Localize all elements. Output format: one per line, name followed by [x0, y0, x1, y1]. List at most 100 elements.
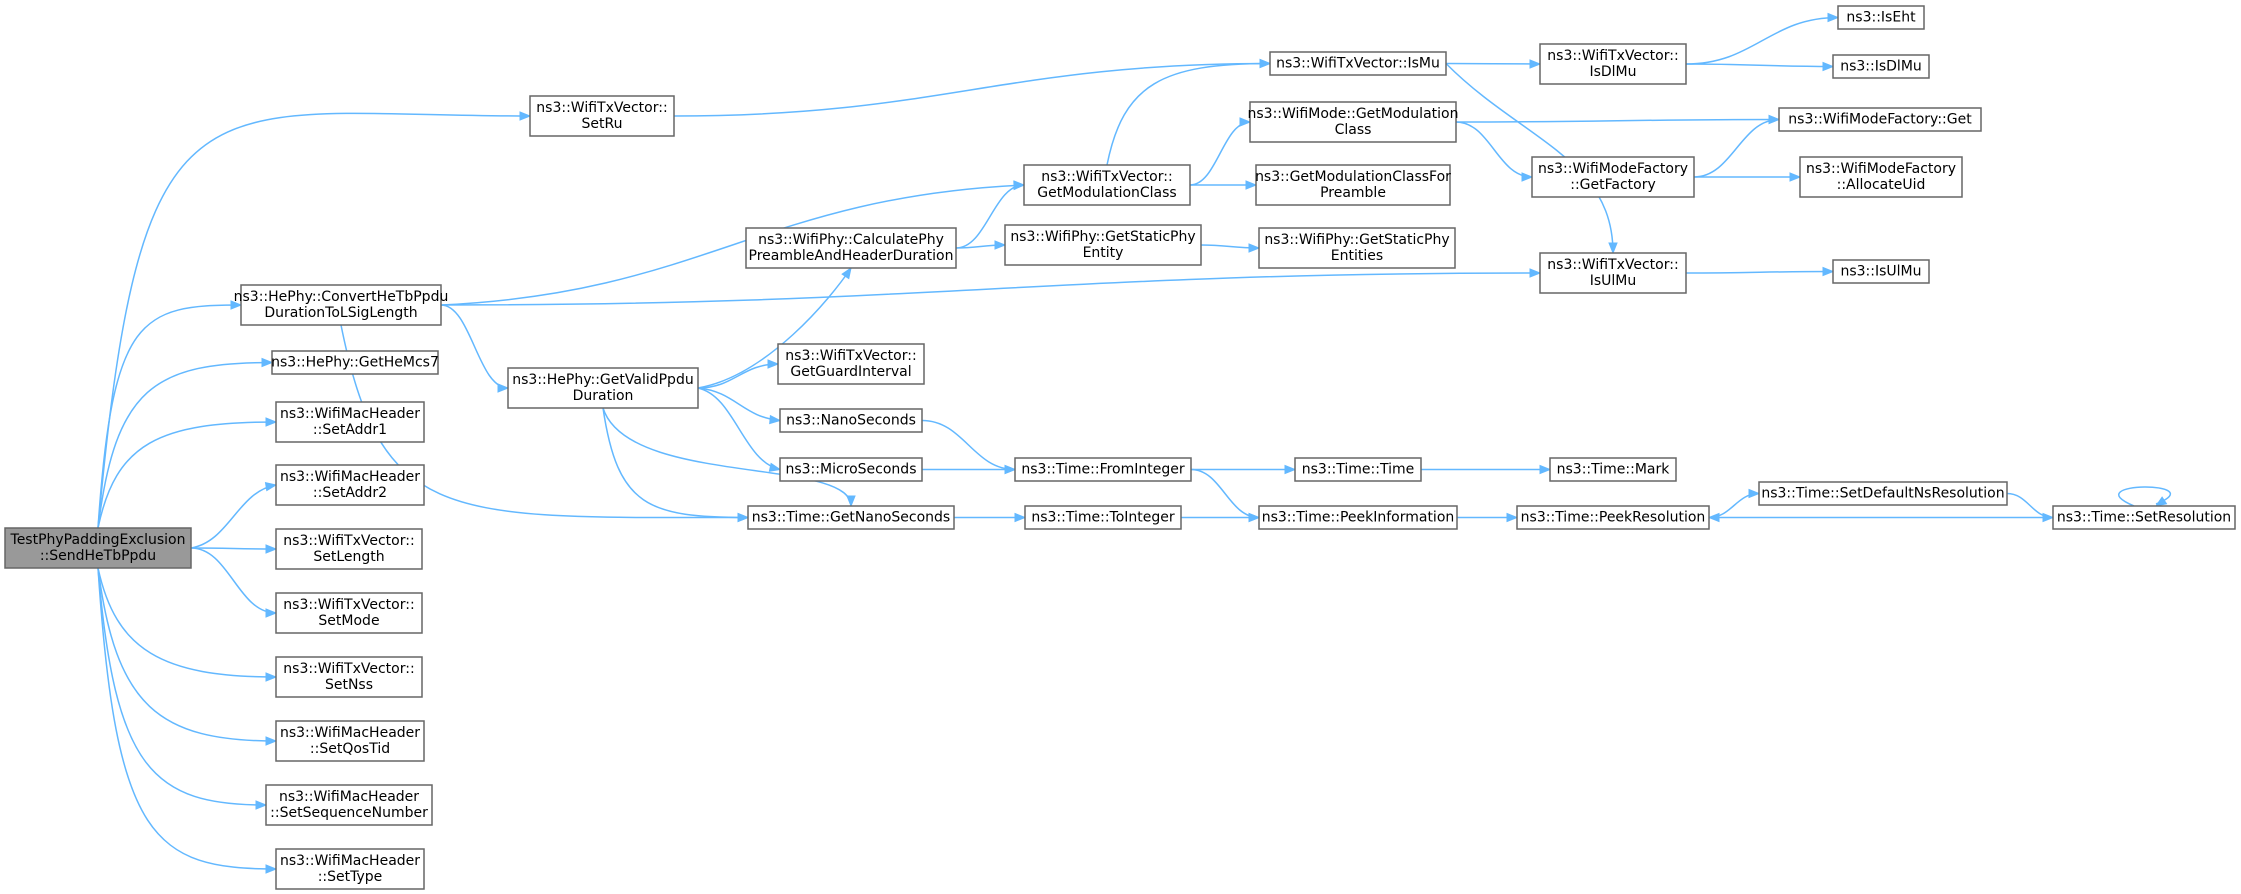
node-convert[interactable]: ns3::HePhy::ConvertHeTbPpduDurationToLSi…	[234, 284, 449, 326]
edge-root-to-settype	[97, 567, 278, 874]
edge-line	[97, 567, 277, 742]
edge-arrowhead	[265, 417, 278, 427]
edge-line	[440, 304, 509, 389]
edge-getmodclass-to-getmodpre	[1189, 180, 1258, 190]
node-isdlmu2[interactable]: ns3::IsDlMu	[1832, 54, 1930, 79]
edge-arrowhead	[846, 495, 856, 508]
node-label: ns3::GetModulationClassFor	[1255, 169, 1451, 185]
node-iseht[interactable]: ns3::IsEht	[1837, 5, 1925, 30]
edge-getmodclass-to-modegetmod	[1189, 117, 1252, 186]
node-box	[1539, 43, 1687, 85]
node-ismu[interactable]: ns3::WifiTxVector::IsMu	[1269, 51, 1447, 76]
edge-arrowhead	[265, 608, 278, 618]
edge-setru-to-ismu	[673, 58, 1272, 117]
node-box	[1258, 505, 1458, 530]
node-calcphy[interactable]: ns3::WifiPhy::CalculatePhyPreambleAndHea…	[745, 227, 957, 269]
node-gethemcs7[interactable]: ns3::HePhy::GetHeMcs7	[271, 350, 439, 375]
node-timetime[interactable]: ns3::Time::Time	[1294, 457, 1422, 482]
node-getnano[interactable]: ns3::Time::GetNanoSeconds	[747, 505, 955, 530]
node-setseq[interactable]: ns3::WifiMacHeader::SetSequenceNumber	[265, 784, 433, 826]
node-box	[1258, 227, 1456, 269]
edge-line	[697, 363, 779, 389]
node-label: ns3::WifiTxVector::	[1041, 169, 1172, 185]
node-timemark[interactable]: ns3::Time::Mark	[1549, 457, 1677, 482]
edge-getvalid-to-calcphy	[697, 266, 852, 389]
edge-arrowhead	[1014, 512, 1027, 523]
node-box	[275, 720, 425, 762]
node-setlength[interactable]: ns3::WifiTxVector::SetLength	[275, 528, 423, 570]
node-box	[1799, 156, 1963, 198]
node-label: ns3::HePhy::ConvertHeTbPpdu	[234, 289, 449, 305]
node-frominteger[interactable]: ns3::Time::FromInteger	[1014, 457, 1192, 482]
node-label: ns3::Time::PeekInformation	[1262, 510, 1455, 526]
edge-line	[440, 272, 1541, 306]
node-modegetmod[interactable]: ns3::WifiMode::GetModulationClass	[1248, 101, 1459, 143]
node-box	[1837, 5, 1925, 30]
node-box	[271, 350, 439, 375]
edge-arrowhead	[841, 266, 852, 280]
node-setaddr1[interactable]: ns3::WifiMacHeader::SetAddr1	[275, 401, 425, 443]
node-factoryget[interactable]: ns3::WifiModeFactory::GetFactory	[1531, 156, 1695, 198]
edge-getvalid-to-nanosec	[697, 387, 782, 425]
node-isulmu[interactable]: ns3::WifiTxVector::IsUlMu	[1539, 252, 1687, 294]
node-isdlmu[interactable]: ns3::WifiTxVector::IsDlMu	[1539, 43, 1687, 85]
node-box	[507, 367, 699, 409]
edge-line	[97, 421, 277, 529]
node-settype[interactable]: ns3::WifiMacHeader::SetType	[275, 848, 425, 890]
node-box	[1778, 107, 1982, 132]
node-setqostid[interactable]: ns3::WifiMacHeader::SetQosTid	[275, 720, 425, 762]
node-label: ns3::WifiMacHeader	[279, 789, 419, 805]
edge-line	[602, 407, 749, 519]
node-getguard[interactable]: ns3::WifiTxVector::GetGuardInterval	[777, 343, 925, 385]
node-label: Class	[1335, 122, 1372, 138]
node-setnss[interactable]: ns3::WifiTxVector::SetNss	[275, 656, 423, 698]
node-label: ns3::WifiMacHeader	[280, 469, 420, 485]
node-root[interactable]: TestPhyPaddingExclusion::SendHeTbPpdu	[4, 527, 192, 569]
node-label: ns3::HePhy::GetHeMcs7	[271, 355, 439, 371]
edge-isdlmu-to-isdlmu2	[1685, 61, 1835, 72]
node-setru[interactable]: ns3::WifiTxVector::SetRu	[529, 95, 675, 137]
edge-line	[1685, 63, 1834, 68]
node-peekinfo[interactable]: ns3::Time::PeekInformation	[1258, 505, 1458, 530]
node-label: ns3::Time::SetResolution	[2057, 510, 2231, 526]
edge-frominteger-to-timetime	[1191, 464, 1297, 475]
node-microsec[interactable]: ns3::MicroSeconds	[779, 457, 923, 482]
node-setmode[interactable]: ns3::WifiTxVector::SetMode	[275, 592, 423, 634]
edge-arrowhead	[265, 864, 278, 874]
edge-arrowhead	[1707, 512, 1720, 523]
edge-arrowhead	[768, 462, 782, 472]
node-mfget[interactable]: ns3::WifiModeFactory::Get	[1778, 107, 1982, 132]
node-label: ns3::HePhy::GetValidPpdu	[512, 372, 693, 388]
node-label: ns3::WifiTxVector::	[283, 533, 414, 549]
node-getmodclass[interactable]: ns3::WifiTxVector::GetModulationClass	[1023, 164, 1191, 206]
node-label: ns3::WifiTxVector::	[785, 348, 916, 364]
node-label: SetNss	[325, 677, 373, 693]
node-setres[interactable]: ns3::Time::SetResolution	[2052, 505, 2236, 530]
node-setaddr2[interactable]: ns3::WifiMacHeader::SetAddr2	[275, 464, 425, 506]
node-isulmu2[interactable]: ns3::IsUlMu	[1832, 259, 1930, 284]
edge-arrowhead	[1529, 59, 1542, 69]
node-nanosec[interactable]: ns3::NanoSeconds	[779, 408, 923, 433]
node-peekres[interactable]: ns3::Time::PeekResolution	[1516, 505, 1710, 530]
node-label: SetRu	[582, 116, 623, 132]
node-label: ns3::WifiMode::GetModulation	[1248, 106, 1459, 122]
edge-line	[97, 361, 273, 529]
edge-convert-to-getvalid	[440, 304, 510, 393]
node-label: PreambleAndHeaderDuration	[749, 248, 954, 264]
node-setdefres[interactable]: ns3::Time::SetDefaultNsResolution	[1758, 481, 2008, 506]
node-label: GetModulationClass	[1037, 185, 1176, 201]
edge-arrowhead	[1259, 58, 1272, 69]
node-box	[2052, 505, 2236, 530]
edge-peekres-to-setdefres	[1708, 488, 1761, 519]
node-allocuid[interactable]: ns3::WifiModeFactory::AllocateUid	[1799, 156, 1963, 198]
edge-arrowhead	[1521, 172, 1534, 182]
edge-line	[602, 407, 852, 507]
node-box	[265, 784, 433, 826]
node-box	[1294, 457, 1422, 482]
edge-getstaticent-to-getstaticents	[1200, 243, 1261, 253]
node-tointeger[interactable]: ns3::Time::ToInteger	[1024, 505, 1182, 530]
